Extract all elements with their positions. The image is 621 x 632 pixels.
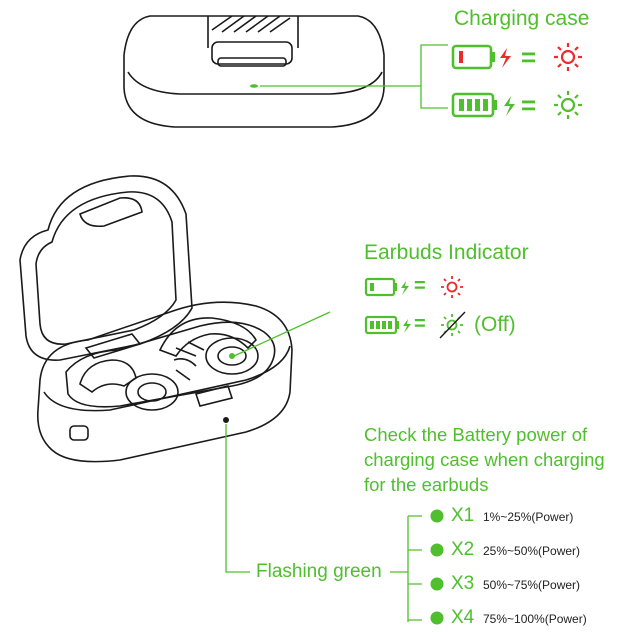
earbuds-red-light-icon [441,276,463,298]
battery-check-line-1: Check the Battery power of [364,424,588,445]
earbud-led-dot [229,353,235,359]
level-dots [430,509,444,625]
earbuds-charge-bolt-icon [401,281,409,295]
level-2-multiplier: X2 [451,539,475,560]
case-equals-low: = [521,42,537,72]
flashing-green-label: Flashing green [256,561,382,582]
case-leader-line [260,44,448,109]
earbuds-battery-full-icon [364,315,399,335]
battery-check-line-2: charging case when charging [364,449,605,470]
case-green-light-icon [554,91,582,119]
open-charging-case [19,175,293,463]
level-dot-4 [430,611,444,625]
earbuds-battery-low-icon [364,277,397,297]
case-red-light-icon [554,43,582,71]
case-charge-bolt-green-icon [504,96,515,116]
level-4-range: 75%~100%(Power) [483,612,587,626]
earbuds-light-off-icon [439,311,466,339]
case-charge-bolt-red-icon [500,48,511,68]
earbuds-equals-full: = [414,313,426,335]
earbud-leader-line [233,311,331,357]
level-4-multiplier: X4 [451,607,475,628]
earbuds-equals-low: = [414,275,426,297]
earbuds-section-title: Earbuds Indicator [364,241,529,264]
level-1-range: 1%~25%(Power) [483,510,574,524]
case-section-title: Charging case [454,7,590,30]
case-battery-full-icon [451,92,497,118]
level-dot-1 [430,509,444,523]
level-2-range: 25%~50%(Power) [483,544,581,558]
case-led-dot [250,84,258,88]
level-dot-2 [430,543,444,557]
earbuds-off-label: (Off) [474,313,516,336]
battery-check-line-3: for the earbuds [364,474,489,495]
level-3-range: 50%~75%(Power) [483,578,581,592]
case-front-led-dot [223,417,229,423]
earbuds-charge-bolt-full-icon [403,319,411,333]
flashing-leader-line [225,424,422,622]
level-3-multiplier: X3 [451,573,475,594]
case-battery-low-icon [451,44,495,70]
case-equals-full: = [521,90,537,120]
closed-charging-case [123,15,385,128]
level-dot-3 [430,577,444,591]
level-1-multiplier: X1 [451,505,475,526]
